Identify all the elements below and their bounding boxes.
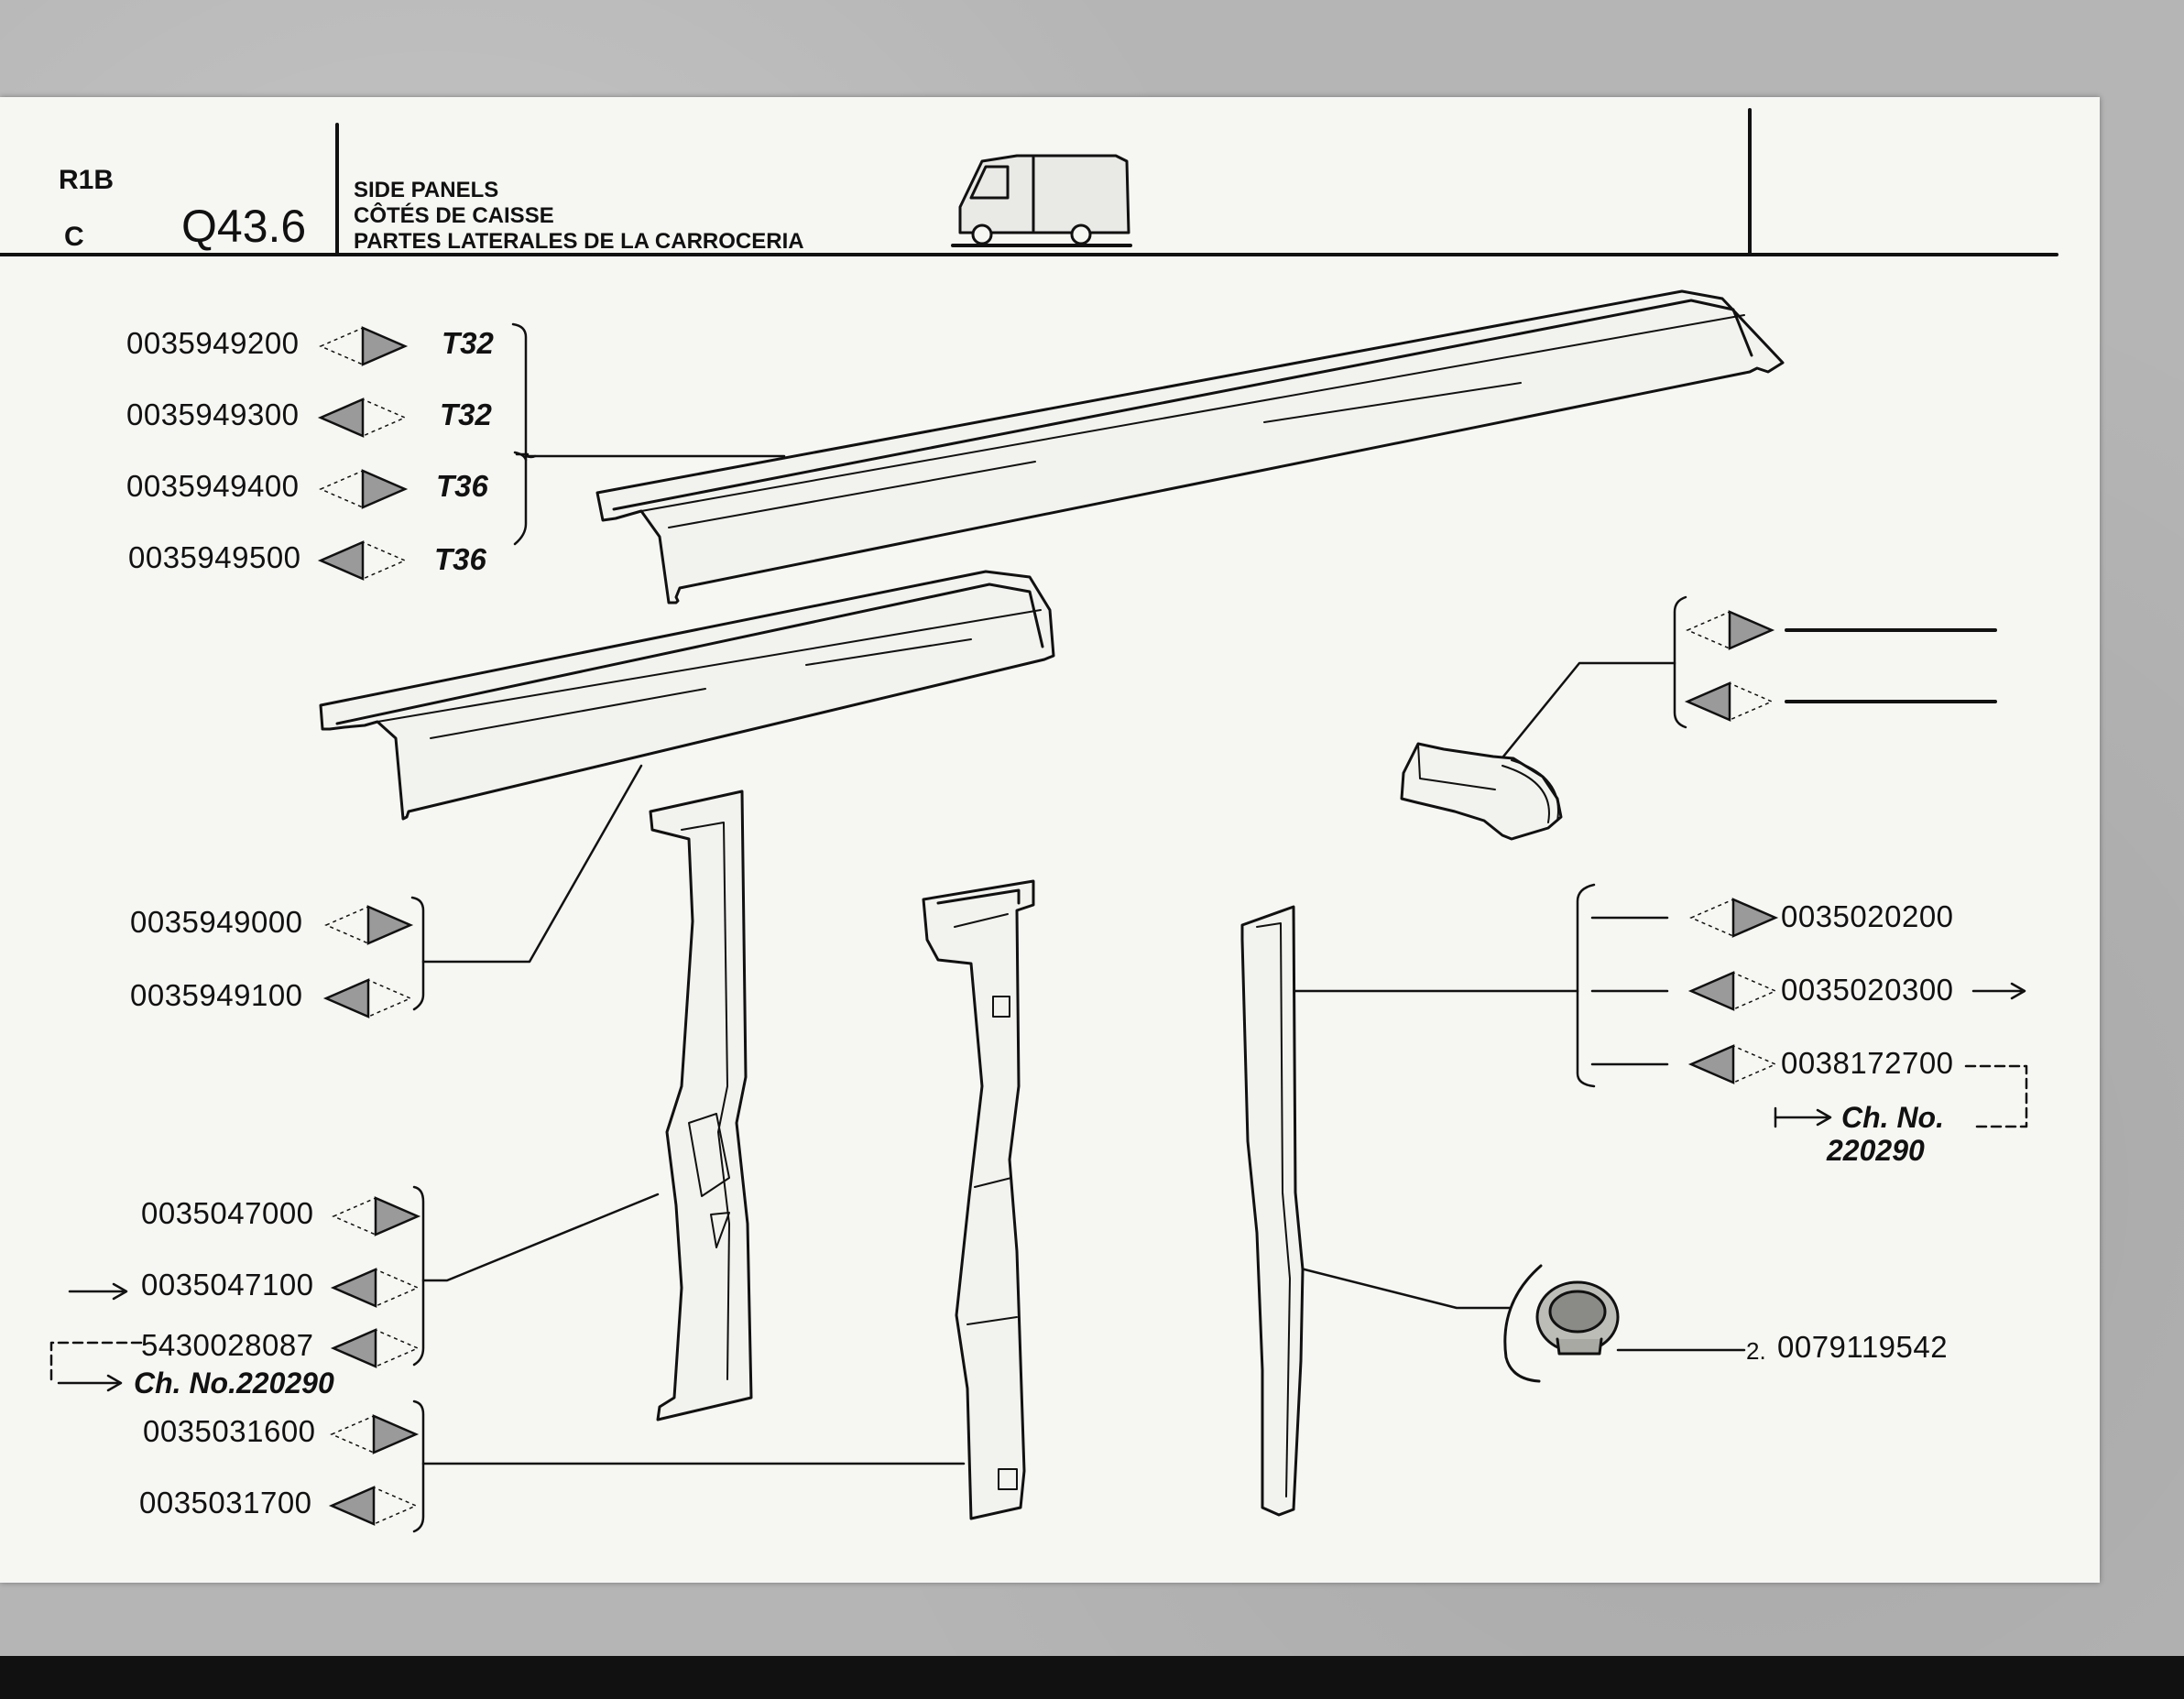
part-number[interactable]: 0035949100 bbox=[130, 978, 303, 1012]
title-es: PARTES LATERALES DE LA CARROCERIA bbox=[354, 229, 804, 254]
part-number[interactable]: 0038172700 bbox=[1781, 1046, 1954, 1080]
part-number[interactable]: 0035949000 bbox=[130, 905, 303, 939]
series-ref: T36 bbox=[434, 542, 486, 576]
note-dashes bbox=[49, 1064, 2028, 1385]
part-number[interactable]: 0035047000 bbox=[141, 1196, 314, 1230]
part-number[interactable]: 0035949500 bbox=[128, 540, 301, 574]
part-number[interactable]: 5430028087 bbox=[141, 1328, 314, 1362]
series-ref: T36 bbox=[436, 469, 488, 503]
b-pillar-panel bbox=[649, 790, 753, 1421]
title-fr: CÔTÉS DE CAISSE bbox=[354, 203, 554, 228]
header-code-top: R1B bbox=[59, 165, 115, 195]
title-en: SIDE PANELS bbox=[354, 178, 499, 202]
arrow-leaders bbox=[57, 982, 2026, 1392]
section-number: Q43.6 bbox=[181, 201, 307, 252]
part-number[interactable]: 0035031700 bbox=[139, 1486, 312, 1519]
chassis-note-label: Ch. No. bbox=[1841, 1101, 1944, 1134]
part-number[interactable]: 0035031600 bbox=[143, 1414, 316, 1448]
quantity-label: 2. bbox=[1746, 1337, 1766, 1365]
series-ref: T32 bbox=[440, 398, 492, 431]
van-icon bbox=[951, 154, 1132, 247]
header-code-bottom: C bbox=[64, 222, 84, 252]
chassis-note: Ch. No.220290 bbox=[134, 1367, 334, 1399]
part-number[interactable]: 0079119542 bbox=[1777, 1330, 1949, 1364]
leader-lines bbox=[410, 322, 1997, 1533]
part-number[interactable]: 0035949200 bbox=[126, 326, 300, 360]
bottom-black-bar bbox=[0, 1656, 2184, 1699]
part-number[interactable]: 0035020200 bbox=[1781, 899, 1954, 933]
catalog-sheet: R1B C Q43.6 SIDE PANELS CÔTÉS DE CAISSE … bbox=[0, 97, 2100, 1583]
d-pillar-panel bbox=[1240, 905, 1305, 1517]
part-number[interactable]: 0035949300 bbox=[126, 398, 300, 431]
part-number[interactable]: 0035047100 bbox=[141, 1268, 314, 1301]
part-number[interactable]: 0035020300 bbox=[1781, 973, 1954, 1007]
rear-sill-panel bbox=[595, 289, 1785, 604]
parts-illustration bbox=[0, 108, 2058, 1533]
series-ref: T32 bbox=[442, 326, 494, 360]
front-sill-panel bbox=[319, 570, 1055, 821]
c-pillar-panel bbox=[922, 879, 1035, 1520]
chassis-note-number: 220290 bbox=[1827, 1134, 1925, 1167]
part-number[interactable]: 0035949400 bbox=[126, 469, 300, 503]
grommet-part bbox=[1503, 1264, 1620, 1383]
wheel-arch-panel bbox=[1400, 742, 1563, 841]
